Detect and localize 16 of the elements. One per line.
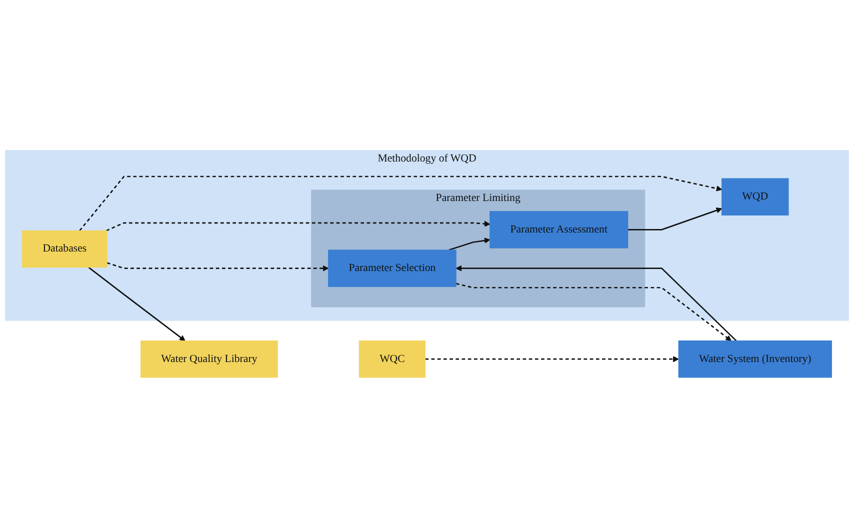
- node-box: WQC: [358, 340, 426, 378]
- arrow: [456, 282, 732, 341]
- arrow: [456, 264, 737, 341]
- arrow: [88, 266, 186, 341]
- node-box: Water Quality Library: [140, 340, 278, 378]
- arrow: [106, 262, 329, 271]
- arrow: [79, 175, 722, 231]
- arrow: [628, 207, 722, 230]
- node-box: WQD: [722, 178, 789, 216]
- node-box: Parameter Selection: [328, 249, 456, 287]
- arrow: [425, 356, 679, 362]
- arrow: [106, 220, 490, 231]
- arrow: [448, 237, 490, 250]
- node-box: Databases: [22, 230, 108, 268]
- node-box: Water System (Inventory): [678, 340, 832, 378]
- node-box: Parameter Assessment: [490, 210, 628, 248]
